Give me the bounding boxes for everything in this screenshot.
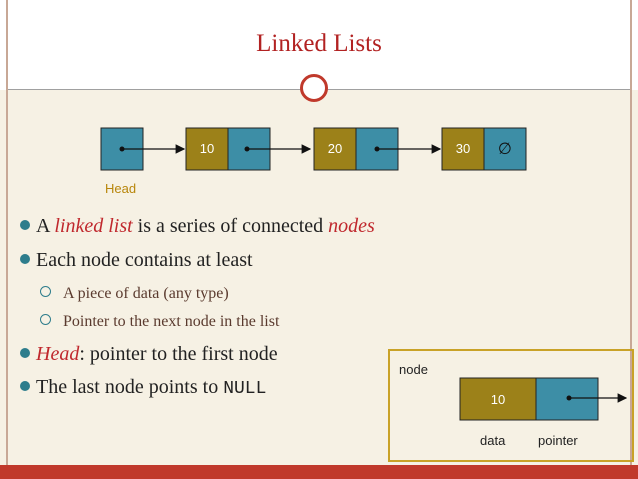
bullet-marker [20, 348, 30, 358]
node-2-value: 20 [327, 141, 343, 156]
sub-bullet-pointer: Pointer to the next node in the list [40, 313, 279, 331]
bullet-3-rest: : pointer to the first node [79, 343, 278, 365]
term-head: Head [36, 343, 80, 365]
footer-band [0, 465, 638, 479]
node-3-value: 30 [455, 141, 471, 156]
legend-data-cell [459, 377, 537, 421]
null-code: NULL [223, 379, 267, 399]
divider-circle [300, 74, 328, 102]
sub-bullet-data: A piece of data (any type) [40, 285, 229, 303]
sub-bullet-2-text: Pointer to the next node in the list [63, 313, 280, 330]
legend-title: node [399, 362, 428, 377]
node-1-value: 10 [199, 141, 215, 156]
bullet-marker [20, 254, 30, 264]
sub-bullet-marker [40, 286, 51, 297]
bullet-1-prefix: A [36, 215, 55, 237]
bullet-head: Head: pointer to the first node [20, 343, 278, 366]
term-linked-list: linked list [54, 215, 133, 237]
node-3-pointer-cell [483, 127, 527, 171]
bullet-1-middle: is a series of connected [132, 215, 329, 237]
bullet-last-node: The last node points to NULL [20, 376, 266, 399]
head-label: Head [105, 181, 137, 196]
legend-pointer-label: pointer [538, 433, 578, 448]
node-legend-box [388, 349, 634, 462]
slide-title: Linked Lists [256, 30, 382, 57]
sub-bullet-1-text: A piece of data (any type) [63, 285, 229, 302]
null-symbol: ∅ [498, 141, 512, 158]
legend-value: 10 [490, 392, 506, 407]
bullet-marker [20, 220, 30, 230]
bullet-4-prefix: The last node points to [36, 376, 224, 398]
left-rule [6, 0, 8, 465]
bullet-node-contains: Each node contains at least [20, 249, 253, 272]
node-1-data-cell [185, 127, 229, 171]
legend-data-label: data [480, 433, 506, 448]
bullet-2-text: Each node contains at least [36, 249, 253, 271]
right-rule [630, 0, 632, 465]
term-nodes: nodes [328, 215, 375, 237]
sub-bullet-marker [40, 314, 51, 325]
bullet-linked-list: A linked list is a series of connected n… [20, 215, 375, 238]
bullet-marker [20, 381, 30, 391]
node-3-data-cell [441, 127, 485, 171]
